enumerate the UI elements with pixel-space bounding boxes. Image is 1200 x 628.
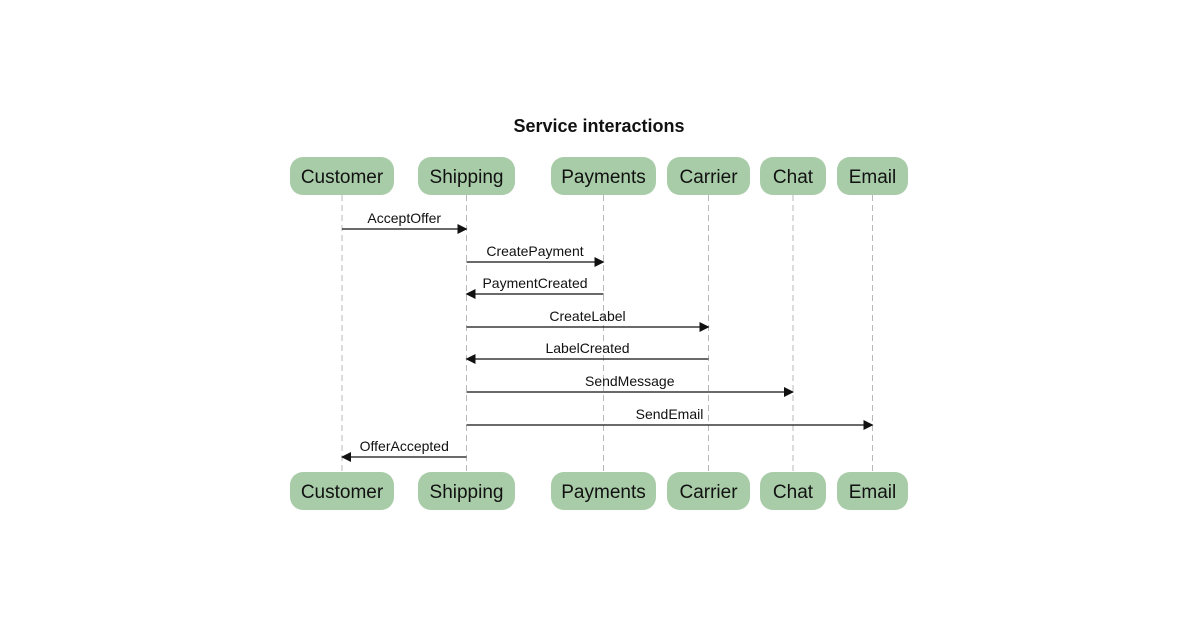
participant-box xyxy=(760,472,826,510)
participant-label: Email xyxy=(849,167,897,188)
message-label: CreatePayment xyxy=(486,243,583,259)
participant-shipping-top: Shipping xyxy=(418,157,515,195)
lifelines-group xyxy=(341,195,873,472)
participants-top-row: Customer Shipping Payments Carrier Chat Email xyxy=(290,157,908,195)
participant-label: Customer xyxy=(301,482,384,503)
message-label: PaymentCreated xyxy=(482,275,587,291)
participant-carrier-top: Carrier xyxy=(667,157,750,195)
message-label: OfferAccepted xyxy=(360,438,449,454)
participant-box xyxy=(418,157,515,195)
participant-payments-top: Payments xyxy=(551,157,656,195)
participant-box xyxy=(418,472,515,510)
participant-box xyxy=(667,157,750,195)
message-SendEmail: SendEmail xyxy=(466,406,874,430)
participant-label: Shipping xyxy=(430,167,504,188)
participant-label: Payments xyxy=(561,167,645,188)
participant-label: Chat xyxy=(773,167,814,188)
participant-carrier-bottom: Carrier xyxy=(667,472,750,510)
message-LabelCreated: LabelCreated xyxy=(465,340,709,364)
participant-box xyxy=(551,472,656,510)
message-label: CreateLabel xyxy=(549,308,625,324)
messages-group: AcceptOfferCreatePaymentPaymentCreatedCr… xyxy=(341,210,874,462)
participant-chat-top: Chat xyxy=(760,157,826,195)
participant-box xyxy=(837,472,908,510)
message-PaymentCreated: PaymentCreated xyxy=(465,275,604,299)
message-CreateLabel: CreateLabel xyxy=(466,308,710,332)
message-CreatePayment: CreatePayment xyxy=(466,243,605,267)
participant-customer-top: Customer xyxy=(290,157,394,195)
participant-box xyxy=(551,157,656,195)
participant-label: Carrier xyxy=(679,167,738,188)
participant-box xyxy=(837,157,908,195)
participant-box xyxy=(667,472,750,510)
participant-email-bottom: Email xyxy=(837,472,908,510)
diagram-title: Service interactions xyxy=(513,116,684,136)
participant-label: Carrier xyxy=(679,482,738,503)
message-AcceptOffer: AcceptOffer xyxy=(342,210,468,234)
participant-label: Customer xyxy=(301,167,384,188)
message-SendMessage: SendMessage xyxy=(466,373,794,397)
participant-label: Email xyxy=(849,482,897,503)
message-label: AcceptOffer xyxy=(367,210,441,226)
participant-label: Shipping xyxy=(430,482,504,503)
participant-label: Chat xyxy=(773,482,814,503)
participant-chat-bottom: Chat xyxy=(760,472,826,510)
message-label: LabelCreated xyxy=(545,340,629,356)
participant-customer-bottom: Customer xyxy=(290,472,394,510)
participant-email-top: Email xyxy=(837,157,908,195)
message-label: SendEmail xyxy=(636,406,704,422)
participants-bottom-row: Customer Shipping Payments Carrier Chat Email xyxy=(290,472,908,510)
participant-box xyxy=(290,472,394,510)
participant-box xyxy=(290,157,394,195)
participant-payments-bottom: Payments xyxy=(551,472,656,510)
message-OfferAccepted: OfferAccepted xyxy=(341,438,467,462)
participant-label: Payments xyxy=(561,482,645,503)
participant-box xyxy=(760,157,826,195)
participant-shipping-bottom: Shipping xyxy=(418,472,515,510)
message-label: SendMessage xyxy=(585,373,675,389)
